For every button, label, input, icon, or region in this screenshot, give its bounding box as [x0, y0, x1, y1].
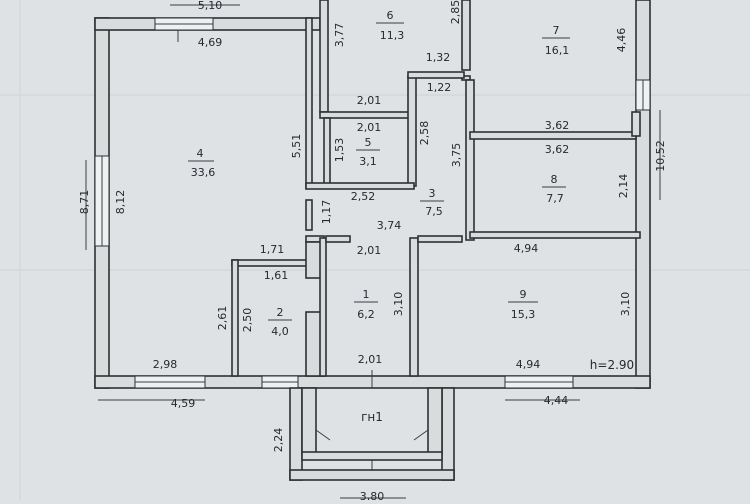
dim-812: 8,12: [114, 190, 127, 215]
room-7-label: 7 16,1: [542, 24, 570, 57]
room-8-label: 8 7,7: [542, 173, 566, 205]
dim-459: 4,59: [171, 397, 196, 410]
dim-1052: 10,52: [654, 140, 667, 172]
dim-201a: 2,01: [357, 94, 382, 107]
dim-362b: 3,62: [545, 143, 570, 156]
porch: [289, 387, 455, 481]
room-6-area: 11,3: [380, 29, 405, 42]
dim-top-overall: 5,10: [198, 0, 223, 12]
dim-310a: 3,10: [392, 292, 405, 317]
dim-room4-width: 4,69: [198, 36, 223, 49]
dim-285: 2,85: [449, 0, 462, 24]
dim-224: 2,24: [272, 428, 285, 453]
dim-380: 3,80: [360, 490, 385, 500]
dim-201c: 2,01: [357, 244, 382, 257]
room-6-number: 6: [387, 9, 394, 22]
room-2-number: 2: [277, 306, 284, 319]
room-4-area: 33,6: [191, 166, 216, 179]
dim-252: 2,52: [351, 190, 376, 203]
dim-250: 2,50: [241, 308, 254, 333]
dim-214: 2,14: [617, 174, 630, 199]
dim-171: 1,71: [260, 243, 285, 256]
room-5-number: 5: [365, 136, 372, 149]
dim-375: 3,75: [450, 143, 463, 168]
room-8-number: 8: [551, 173, 558, 186]
room-1-number: 1: [363, 288, 370, 301]
dim-446: 4,46: [615, 28, 628, 53]
dim-153: 1,53: [333, 138, 346, 163]
dimension-texts: 5,10 4,69 3,77 2,85 4,46 1,32 1,22 2,01 …: [78, 0, 667, 503]
dimension-lines: [85, 4, 661, 499]
room-4-label: 4 33,6: [188, 147, 215, 179]
room-5-area: 3,1: [359, 155, 377, 168]
dim-122: 1,22: [427, 81, 452, 94]
room-4-number: 4: [197, 147, 204, 160]
dim-132: 1,32: [426, 51, 451, 64]
dim-310b: 3,10: [619, 292, 632, 317]
dim-377: 3,77: [333, 23, 346, 48]
room-porch-label: гн1: [361, 410, 383, 424]
room-2-label: 2 4,0: [268, 306, 292, 338]
dim-261: 2,61: [216, 306, 229, 331]
room-7-number: 7: [553, 24, 560, 37]
room-9-number: 9: [520, 288, 527, 301]
dim-161: 1,61: [264, 269, 289, 282]
dim-374: 3,74: [377, 219, 402, 232]
dim-494a: 4,94: [514, 242, 539, 255]
dim-298: 2,98: [153, 358, 178, 371]
dim-444: 4,44: [544, 394, 569, 407]
room-5-label: 5 3,1: [356, 136, 380, 168]
room-3-number: 3: [429, 187, 436, 200]
room-1-area: 6,2: [357, 308, 375, 321]
dim-871: 8,71: [78, 190, 91, 215]
room-2-area: 4,0: [271, 325, 289, 338]
room-9-label: 9 15,3: [508, 288, 538, 321]
room-1-label: 1 6,2: [354, 288, 378, 321]
room-labels: 4 33,6 6 11,3 7 16,1 5 3,1 3 7,5 8 7,7: [188, 9, 634, 424]
dim-201b: 2,01: [357, 121, 382, 134]
room-3-area: 7,5: [425, 205, 443, 218]
interior-walls: [231, 0, 641, 377]
room-8-area: 7,7: [546, 192, 564, 205]
dim-551: 5,51: [290, 134, 303, 159]
room-7-area: 16,1: [545, 44, 570, 57]
dim-117: 1,17: [320, 200, 333, 225]
ceiling-height-label: h=2.90: [590, 358, 634, 372]
dim-362a: 3,62: [545, 119, 570, 132]
dim-258: 2,58: [418, 121, 431, 146]
room-6-label: 6 11,3: [376, 9, 404, 42]
dim-494b: 4,94: [516, 358, 541, 371]
room-3-label: 3 7,5: [420, 187, 444, 218]
dim-201d: 2,01: [358, 353, 383, 366]
room-9-area: 15,3: [511, 308, 536, 321]
